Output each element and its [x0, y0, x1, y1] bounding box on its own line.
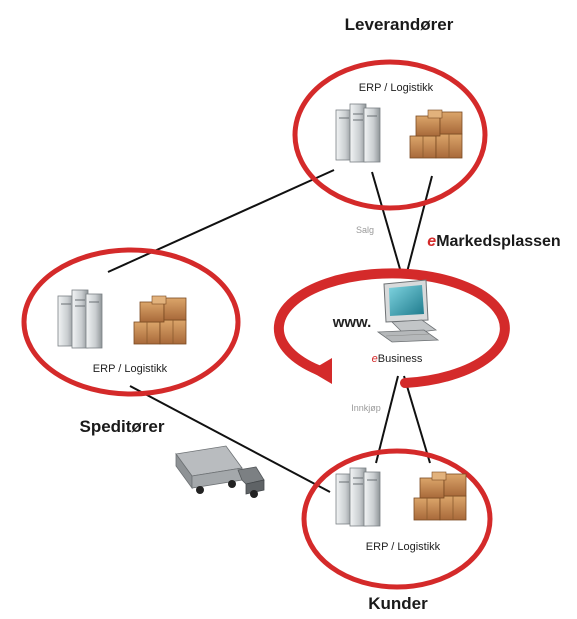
boxes-icon: [409, 109, 463, 159]
arrow-head: [310, 358, 332, 384]
node-title-kunder: Kunder: [368, 594, 428, 613]
www-label: www.: [332, 314, 372, 331]
erp-label: ERP / Logistikk: [366, 541, 441, 553]
erp-label: ERP / Logistikk: [93, 363, 168, 375]
node-ring: [21, 247, 241, 397]
edge-speditorer-kunder: [129, 385, 331, 493]
edge-leverandorer-center-right: [405, 175, 433, 277]
server-icon: [335, 467, 381, 527]
boxes-icon: [413, 471, 467, 521]
node-leverandorer: Leverandører ERP / Logistikk: [292, 15, 488, 211]
edge-leverandorer-center-left: [371, 171, 403, 277]
node-title-leverandorer: Leverandører: [345, 15, 454, 34]
node-marketplace: Salg eMarkedsplassen www. eBusiness Innk…: [273, 225, 561, 413]
connection-lines: [107, 169, 433, 493]
node-kunder: ERP / Logistikk Kunder: [301, 448, 493, 613]
edge-label-salg: Salg: [356, 225, 374, 235]
circular-arrow-ring: [273, 268, 510, 388]
node-speditorer: ERP / Logistikk Speditører: [21, 247, 241, 436]
computer-icon: [376, 279, 440, 343]
edge-center-kunder-right: [403, 375, 431, 464]
erp-label: ERP / Logistikk: [359, 82, 434, 94]
edge-speditorer-leverandorer: [107, 169, 335, 273]
boxes-icon: [133, 295, 187, 345]
server-icon: [335, 103, 381, 163]
marketplace-title: eMarkedsplassen: [427, 233, 560, 250]
ebusiness-label: eBusiness: [372, 353, 423, 365]
node-ring: [292, 59, 488, 211]
node-title-speditorer: Speditører: [79, 417, 164, 436]
edge-label-innkjop: Innkjøp: [351, 403, 381, 413]
truck-icon: [175, 445, 265, 498]
edge-center-kunder-left: [375, 375, 399, 464]
server-icon: [57, 289, 103, 349]
node-ring: [301, 448, 493, 590]
